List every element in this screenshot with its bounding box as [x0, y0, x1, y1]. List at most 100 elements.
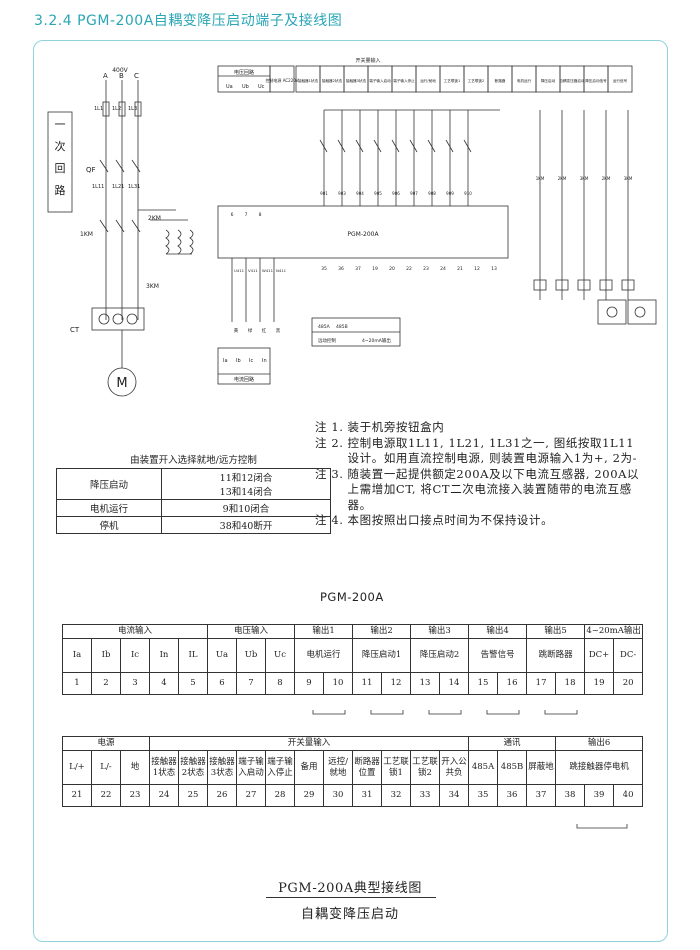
phase-label: C — [134, 72, 139, 80]
top-strip-label: 运行/就地 — [420, 78, 436, 83]
current-header-box — [217, 347, 271, 385]
ctrl-power: 控制电源 AC220V — [265, 77, 298, 83]
relay-coil — [621, 279, 635, 291]
device-terminal-number: 20 — [389, 266, 395, 272]
terminal-number: 12 — [381, 672, 412, 695]
terminal-label: Ua — [207, 638, 238, 673]
note-text: 随装置一起提供额定200A及以下电流互感器, 200A以上需增加CT, 将CT二… — [347, 466, 640, 512]
terminal-label: DC+ — [584, 638, 615, 673]
device-terminal-number: 24 — [440, 266, 446, 272]
wire-number: 910 — [464, 191, 472, 196]
analog-label: 485A — [318, 324, 331, 330]
device-terminal-number: 37 — [355, 266, 361, 272]
top-strip-label: 接触器1状态 — [298, 78, 319, 83]
terminal-label: Ub — [236, 638, 267, 673]
device-terminal-number: 13 — [491, 266, 497, 272]
contactor-label: 2KM — [148, 215, 161, 222]
switch-input-header: 开关量输入 — [355, 57, 380, 64]
terminal-number: 16 — [497, 672, 528, 695]
wiring-diagram: 一次回路 400V A B C 1L1 1L2 1L3 QF 1L11 1L21… — [47, 57, 657, 397]
notes-block: 注 1.装于机旁按钮盒内注 2.控制电源取1L11, 1L21, 1L31之一,… — [315, 420, 645, 529]
device-block — [217, 205, 509, 259]
device-terminal-label: W411 — [262, 268, 274, 273]
note-item: 注 3.随装置一起提供额定200A及以下电流互感器, 200A以上需增加CT, … — [315, 467, 645, 514]
autotransformer — [138, 209, 194, 255]
top-strip-cell — [607, 65, 633, 93]
analog-label: 4~20mA输出 — [362, 337, 391, 344]
current-wire-color: 红 — [262, 327, 267, 334]
terminal-number: 10 — [323, 672, 354, 695]
wire-number: 908 — [428, 191, 436, 196]
device-terminal-number: 12 — [474, 266, 480, 272]
terminal-number: 3 — [120, 672, 150, 695]
terminal-number: 23 — [119, 784, 151, 807]
terminal-group-header: 输出5 — [526, 624, 586, 639]
terminal-group-header: 电流输入 — [61, 624, 209, 639]
breaker-label: QF — [86, 166, 96, 174]
terminal-label: In — [149, 638, 179, 673]
ct-coil — [126, 313, 138, 325]
select-table-caption: 由装置开入选择就地/远方控制 — [130, 455, 257, 466]
note-item: 注 1.装于机旁按钮盒内 — [315, 420, 645, 436]
lamp-box — [627, 299, 657, 325]
terminal-number: 9 — [294, 672, 325, 695]
terminal-label: 跳接触器停电机 — [555, 750, 644, 785]
lamp-box — [597, 299, 627, 325]
relay-coil — [599, 279, 613, 291]
voltage-col: Ub — [242, 84, 249, 90]
terminal-label: 降压启动2 — [410, 638, 470, 673]
top-strip-label: 降压启动 — [541, 78, 556, 83]
wire-number: 907 — [410, 191, 418, 196]
switch-contact — [391, 139, 400, 153]
terminal-label: 告警信号 — [468, 638, 528, 673]
contactor-1km — [99, 219, 141, 233]
relay-label: 3KM — [580, 176, 589, 181]
note-text: 控制电源取1L11, 1L21, 1L31之一, 图纸按取1L11设计。如用直流… — [347, 435, 638, 466]
select-label: 电机运行 — [56, 499, 162, 517]
top-strip-label: 自耦变压器启动 — [559, 78, 585, 83]
voltage-col: Uc — [258, 84, 265, 90]
current-col: Ib — [236, 358, 241, 364]
fuse-label: 1L2 — [112, 106, 121, 112]
relay-coil — [533, 279, 547, 291]
wire-number: 903 — [338, 191, 346, 196]
primary-circuit-box — [47, 111, 73, 213]
terminal-number: 15 — [468, 672, 499, 695]
terminal-table-title: PGM-200A — [320, 590, 384, 604]
top-label-strip: 接触器1状态接触器2状态接触器3状态端子输入启动端子输入停止运行/就地工艺联锁1… — [295, 57, 633, 93]
terminal-label: 电机运行 — [294, 638, 354, 673]
ct-coil — [112, 313, 124, 325]
switch-contact — [463, 139, 472, 153]
device-label: PGM-200A — [347, 231, 379, 238]
footer-rule — [266, 897, 436, 898]
terminal-label: Ic — [120, 638, 150, 673]
wire-number: 909 — [446, 191, 454, 196]
top-strip-label: 端子输入启动 — [369, 78, 391, 83]
select-label: 降压启动 — [56, 468, 162, 500]
terminal-label: L/+ — [62, 750, 92, 785]
current-col: Ia — [223, 358, 228, 364]
top-strip-label: 接触器2状态 — [322, 78, 343, 83]
terminal-number: 8 — [265, 672, 296, 695]
terminal-label: Ia — [62, 638, 92, 673]
select-value: 38和40断开 — [161, 516, 331, 534]
terminal-number: 13 — [410, 672, 441, 695]
terminal-number: 39 — [584, 784, 615, 807]
top-strip-label: 工艺联锁1 — [444, 78, 461, 83]
content-frame — [33, 40, 668, 942]
terminal-label: 屏蔽地 — [526, 750, 557, 785]
terminal-group-header: 输出2 — [352, 624, 412, 639]
select-value: 11和12闭合 13和14闭合 — [161, 468, 331, 500]
current-wire-color: 黄 — [234, 327, 239, 334]
ct-label: CT — [70, 326, 80, 334]
terminal-number: 14 — [439, 672, 470, 695]
terminal-number: 37 — [526, 784, 557, 807]
current-col: Ic — [249, 358, 253, 364]
motor-label: M — [116, 376, 127, 391]
note-label: 注 1. — [315, 420, 344, 434]
terminal-number: 1 — [62, 672, 92, 695]
note-label: 注 2. — [315, 435, 344, 450]
